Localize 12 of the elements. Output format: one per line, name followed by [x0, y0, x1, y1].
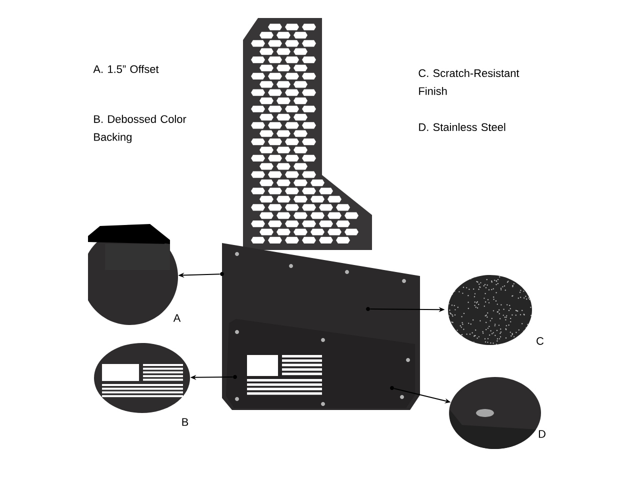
detail-inset-drawing: [449, 377, 541, 449]
detail-inset-drawing: [448, 275, 532, 345]
feature-label: C. Scratch-Resistant Finish: [418, 69, 520, 95]
feature-label: A. 1.5” Offset: [93, 64, 159, 74]
callout-letter: A: [173, 314, 181, 322]
callout-letter: C: [536, 337, 544, 345]
mud-flap-drawing: [222, 18, 420, 410]
detail-inset-drawing: [94, 343, 190, 413]
callout-letter: D: [538, 430, 546, 438]
callout-letter: B: [182, 418, 188, 426]
feature-label: D. Stainless Steel: [419, 122, 506, 132]
feature-label: B. Debossed Color Backing: [94, 114, 186, 144]
